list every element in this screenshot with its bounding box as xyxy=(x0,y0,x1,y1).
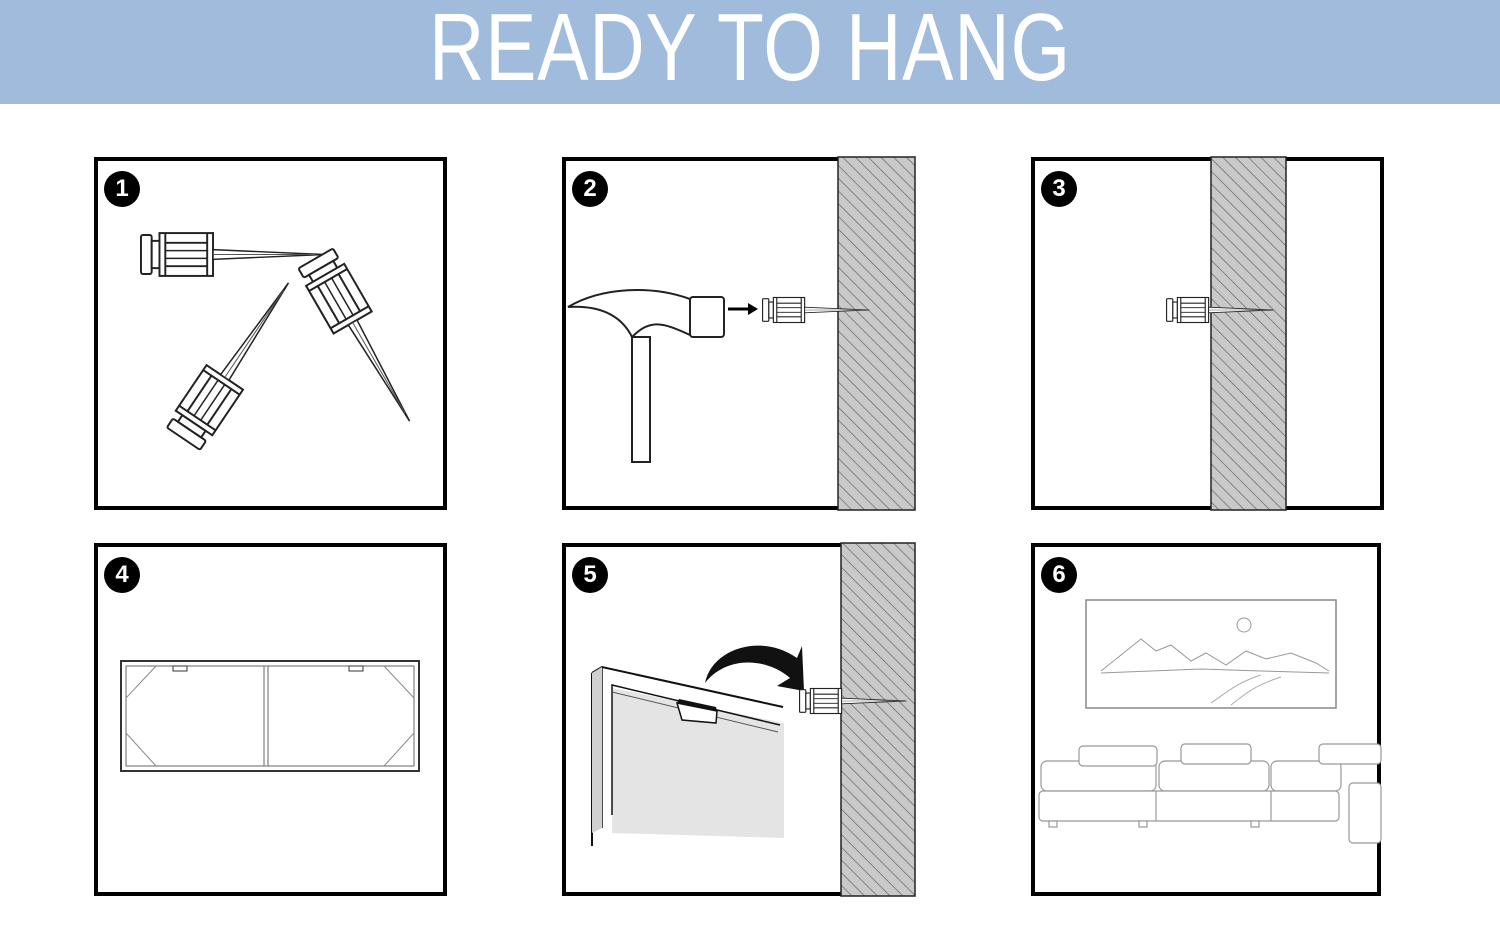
step-5-panel: 5 xyxy=(562,542,916,897)
page-title: READY TO HANG xyxy=(428,0,1072,101)
living-room-illustration xyxy=(1038,599,1382,844)
step-number-badge: 3 xyxy=(1041,171,1077,207)
step-1-panel: 1 xyxy=(94,157,447,510)
hang-frame-illustration xyxy=(591,542,916,897)
hammer-illustration xyxy=(567,156,916,511)
nails-illustration xyxy=(140,232,430,453)
step-2-panel: 2 xyxy=(562,156,916,511)
step-4-panel: 4 xyxy=(94,543,447,896)
step-number-badge: 5 xyxy=(572,557,608,593)
step-3-panel: 3 xyxy=(1031,156,1384,511)
step-number-badge: 2 xyxy=(572,171,608,207)
nail-in-wall-illustration xyxy=(1166,156,1287,511)
step-number-badge: 4 xyxy=(104,557,140,593)
frame-back-illustration xyxy=(120,660,420,772)
step-number-badge: 6 xyxy=(1041,557,1077,593)
header-banner: READY TO HANG xyxy=(0,0,1500,104)
step-6-panel: 6 xyxy=(1031,543,1382,896)
step-number-badge: 1 xyxy=(104,171,140,207)
